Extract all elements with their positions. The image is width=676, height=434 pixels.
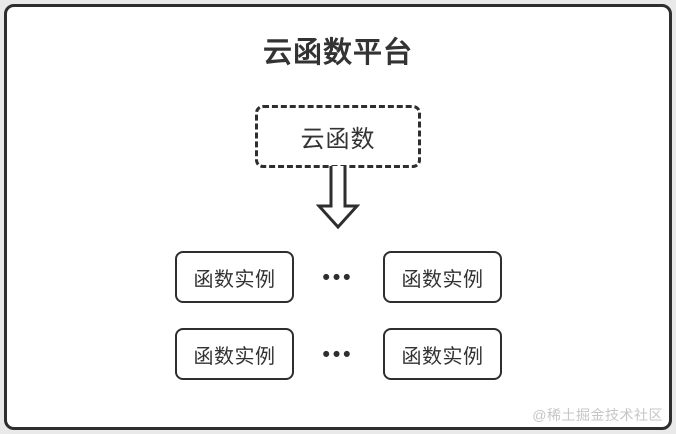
ellipsis-dots: ••• bbox=[322, 342, 354, 366]
node-function-instance: 函数实例 bbox=[175, 328, 294, 380]
ellipsis-dots: ••• bbox=[322, 265, 354, 289]
down-arrow-icon bbox=[316, 166, 360, 230]
node-function-instance-label: 函数实例 bbox=[401, 268, 484, 291]
watermark: @稀土掘金技术社区 bbox=[532, 407, 663, 423]
node-function-instance-label: 函数实例 bbox=[193, 345, 276, 368]
node-function-instance-label: 函数实例 bbox=[401, 345, 484, 368]
node-function-instance: 函数实例 bbox=[175, 251, 294, 303]
node-function-instance: 函数实例 bbox=[383, 328, 502, 380]
node-cloud-function: 云函数 bbox=[255, 105, 421, 168]
node-function-instance: 函数实例 bbox=[383, 251, 502, 303]
node-cloud-function-label: 云函数 bbox=[300, 126, 376, 153]
node-function-instance-label: 函数实例 bbox=[193, 268, 276, 291]
diagram-title: 云函数平台 bbox=[262, 37, 413, 69]
